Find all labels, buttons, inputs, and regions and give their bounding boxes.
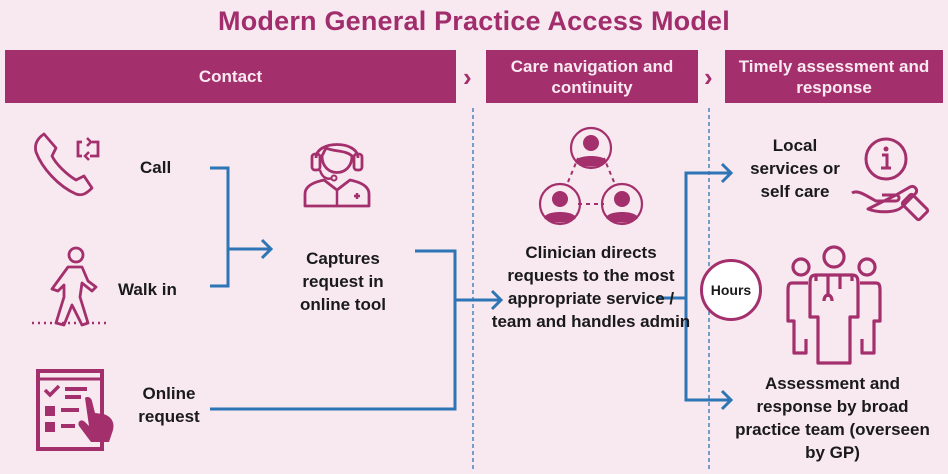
connector-outcomes bbox=[684, 171, 730, 402]
team-network-icon bbox=[538, 126, 644, 226]
navigation-label: Clinician directs requests to the most a… bbox=[491, 243, 691, 331]
online-form-icon bbox=[36, 369, 114, 451]
connector-capture-online bbox=[210, 249, 457, 411]
arrowhead-icon bbox=[260, 238, 274, 260]
connector-contact-bracket bbox=[210, 166, 230, 288]
header-contact-label: Contact bbox=[198, 67, 263, 86]
page-title: Modern General Practice Access Model bbox=[218, 6, 730, 36]
header-timely-assessment-label: Timely assessment and response bbox=[738, 56, 930, 97]
hours-label: Hours bbox=[710, 282, 752, 298]
arrowhead-icon bbox=[720, 389, 734, 411]
hours-badge: Hours bbox=[700, 259, 762, 321]
arrowhead-icon bbox=[490, 289, 504, 311]
capture-label: Captures request in online tool bbox=[300, 249, 386, 314]
call-centre-agent-icon bbox=[303, 143, 371, 208]
info-hand-icon bbox=[851, 137, 930, 222]
outcome-local-label: Local services or self care bbox=[750, 136, 840, 201]
header-care-navigation: Care navigation and continuity bbox=[486, 50, 698, 103]
contact-walk-in-label: Walk in bbox=[118, 280, 177, 299]
arrowhead-icon bbox=[720, 162, 734, 184]
chevron-right-icon: › bbox=[463, 62, 472, 92]
contact-call-label: Call bbox=[140, 158, 172, 177]
header-timely-assessment: Timely assessment and response bbox=[725, 50, 943, 103]
phone-icon bbox=[34, 132, 100, 197]
header-care-navigation-label: Care navigation and continuity bbox=[510, 56, 674, 97]
contact-online-request-label: Online request bbox=[138, 384, 200, 426]
clinical-team-icon bbox=[786, 245, 882, 365]
header-contact: Contact bbox=[5, 50, 456, 103]
chevron-right-icon: › bbox=[704, 62, 713, 92]
outcome-assessment-label: Assessment and response by broad practic… bbox=[735, 374, 930, 462]
walking-person-icon bbox=[32, 246, 110, 327]
